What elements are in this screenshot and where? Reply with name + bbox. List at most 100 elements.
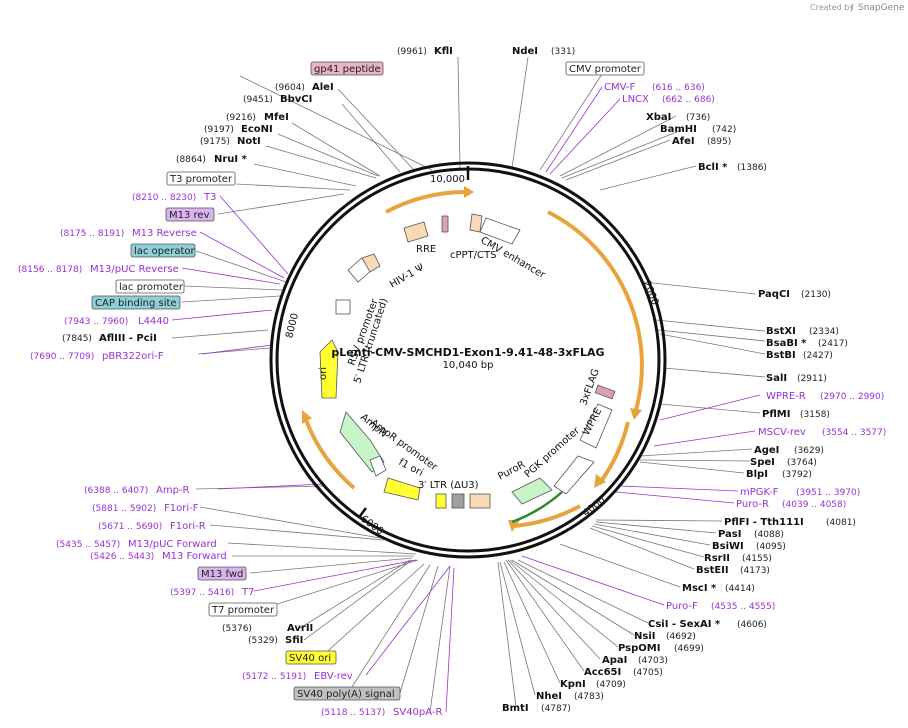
enzyme-name: PasI: [718, 529, 741, 540]
enzyme-pos: (4414): [725, 584, 755, 594]
enzyme-pos: (3629): [794, 446, 824, 456]
primer-pos: (4535 .. 4555): [711, 602, 775, 612]
puro-arc: [511, 491, 563, 524]
enzyme-pos: (4787): [541, 704, 571, 714]
enzyme-pos: (4173): [740, 566, 770, 576]
enzyme-name: AvrII: [287, 623, 313, 634]
primer-pos: (5172 .. 5191): [242, 672, 306, 682]
enzyme-name: AfeI: [672, 136, 695, 147]
enzyme-name: BamHI: [660, 124, 697, 135]
primer-pos: (7943 .. 7960): [64, 317, 128, 327]
feature-ori: ori: [318, 367, 329, 380]
box-t7-promoter: T7 promoter: [211, 605, 275, 616]
primer-pos: (662 .. 686): [662, 95, 715, 105]
plasmid-name: pLenti-CMV-SMCHD1-Exon1-9.41-48-3xFLAG: [331, 346, 604, 359]
primer-name: M13 Forward: [162, 551, 227, 562]
enzyme-pos: (7845): [62, 334, 92, 344]
primer-pos: (6388 .. 6407): [84, 486, 148, 496]
enzyme-pos: (4095): [756, 542, 786, 552]
primer-name: M13 Reverse: [132, 228, 197, 239]
feature-shapes: [319, 213, 616, 509]
boxed-labels: CMV promoter gp41 peptide T3 promoter M1…: [91, 61, 645, 701]
enzyme-name: MscI *: [682, 583, 717, 594]
enzyme-name: NheI: [536, 691, 562, 702]
orf-arcs: [304, 190, 644, 528]
credit-prefix: Created by: [810, 3, 854, 12]
orf-arrowheads: [302, 186, 642, 532]
primer-pos: (8210 .. 8230): [132, 193, 196, 203]
box-m13-rev: M13 rev: [169, 210, 210, 221]
enzyme-pos: (736): [686, 113, 710, 123]
enzyme-pos: (5376): [222, 624, 252, 634]
enzyme-pos: (4699): [674, 644, 704, 654]
enzyme-pos: (2427): [803, 351, 833, 361]
enzyme-pos: (9175): [200, 137, 230, 147]
enzyme-name: MfeI: [264, 112, 289, 123]
primer-name: Puro-R: [736, 499, 769, 510]
primer-pos: (5397 .. 5416): [170, 588, 234, 598]
feature-rre: RRE: [416, 244, 436, 255]
enzyme-pos: (2417): [818, 339, 848, 349]
box-m13-fwd: M13 fwd: [201, 569, 243, 580]
enzyme-pos: (1386): [737, 163, 767, 173]
enzyme-name: EcoNI: [241, 124, 273, 135]
enzyme-name: Acc65I: [584, 667, 621, 678]
primer-name: F1ori-R: [170, 521, 206, 532]
enzyme-name: SpeI: [750, 457, 775, 468]
primer-name: F1ori-F: [164, 503, 199, 514]
enzyme-name: NruI *: [214, 154, 248, 165]
primer-name: pBR322ori-F: [102, 351, 164, 362]
enzyme-pos: (4088): [754, 530, 784, 540]
primer-pos: (2970 .. 2990): [820, 392, 884, 402]
enzyme-pos: (4705): [633, 668, 663, 678]
backbone-outer: [269, 161, 667, 559]
enzyme-name: PflMI: [762, 409, 790, 420]
plasmid-size: 10,040 bp: [443, 360, 494, 371]
enzyme-name: AgeI: [754, 445, 779, 456]
primer-name: mPGK-F: [740, 487, 779, 498]
primer-name: M13/pUC Forward: [128, 539, 217, 550]
box-lac-operator: lac operator: [134, 246, 195, 257]
primer-name: T7: [241, 587, 254, 598]
primer-pos: (8156 .. 8178): [18, 265, 82, 275]
enzyme-name: PspOMI: [618, 643, 660, 654]
enzyme-name: BclI *: [698, 162, 728, 173]
enzyme-pos: (2334): [809, 327, 839, 337]
primer-pos: (616 .. 636): [652, 83, 705, 93]
primer-name: MSCV-rev: [758, 427, 806, 438]
primer-pos: (5435 .. 5457): [56, 540, 120, 550]
feature-hiv-psi: HIV-1 Ψ: [388, 262, 426, 290]
enzyme-name: AleI: [312, 82, 334, 93]
enzyme-pos: (5329): [248, 636, 278, 646]
enzyme-pos: (9451): [243, 95, 273, 105]
enzyme-name: RsrII: [704, 553, 730, 564]
primer-name: Puro-F: [666, 601, 698, 612]
primer-pos: (5881 .. 5902): [92, 504, 156, 514]
enzyme-pos: (331): [551, 47, 575, 57]
enzyme-name: BlpI: [746, 469, 768, 480]
enzyme-name: BbvCI: [280, 94, 312, 105]
enzyme-name: KflI: [434, 46, 453, 57]
enzyme-pos: (9216): [226, 113, 256, 123]
box-lac-promoter: lac promoter: [119, 282, 184, 293]
enzyme-pos: (3158): [800, 410, 830, 420]
enzyme-pos: (8864): [176, 155, 206, 165]
feature-cppt: cPPT/CTS: [450, 250, 496, 261]
enzyme-name: NotI: [237, 136, 261, 147]
enzyme-pos: (4081): [826, 518, 856, 528]
enzyme-name: PaqCI: [758, 289, 790, 300]
primer-pos: (5671 .. 5690): [98, 522, 162, 532]
enzyme-name: BmtI: [502, 703, 529, 714]
enzyme-name: BstXI: [766, 326, 796, 337]
connector-lines: [171, 56, 766, 713]
enzyme-pos: (9197): [204, 125, 234, 135]
primer-name: Amp-R: [156, 485, 190, 496]
enzyme-name: NdeI: [512, 46, 538, 57]
enzyme-pos: (4606): [737, 620, 767, 630]
enzyme-pos: (2911): [797, 374, 827, 384]
feature-3ltr: 3′ LTR (ΔU3): [418, 480, 479, 491]
enzyme-name: SfiI: [285, 635, 303, 646]
primer-pos: (8175 .. 8191): [60, 229, 124, 239]
box-gp41: gp41 peptide: [314, 64, 381, 75]
